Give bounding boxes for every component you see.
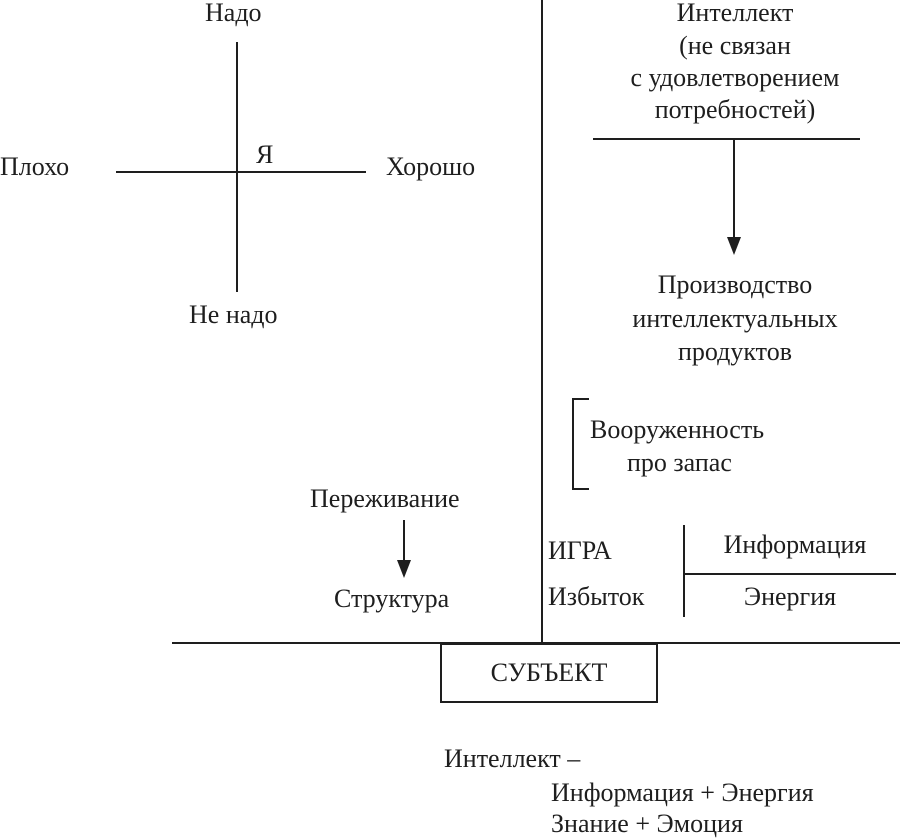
label-khorosho: Хорошо <box>386 152 476 181</box>
intellect-line-2: (не связан <box>679 31 791 60</box>
intellect-arrow-shaft <box>733 139 735 239</box>
quadrant-vertical-axis <box>236 42 238 292</box>
label-struktura: Структура <box>334 584 450 613</box>
label-energiya: Энергия <box>743 582 837 611</box>
experience-arrow-shaft <box>403 520 405 562</box>
production-line-3: продуктов <box>678 337 792 366</box>
game-fraction-line <box>684 573 896 575</box>
intellect-line-3: с удовлетворением <box>630 63 840 92</box>
reserve-line-2: про запас <box>627 448 732 477</box>
main-vertical-divider <box>541 0 543 643</box>
label-igra: ИГРА <box>548 536 612 565</box>
production-line-2: интеллектуальных <box>632 304 838 333</box>
formula-title: Интеллект – <box>444 744 581 773</box>
reserve-bracket-top <box>572 398 589 400</box>
label-informatsiya: Информация <box>723 530 867 559</box>
experience-arrow-head-icon <box>397 560 411 578</box>
formula-line-2: Знание + Эмоция <box>551 809 743 838</box>
subject-box-label: СУБЪЕКТ <box>490 658 608 687</box>
label-ya: Я <box>256 140 274 169</box>
intellect-line-4: потребностей) <box>654 95 816 124</box>
intellect-line-1: Интеллект <box>676 0 794 27</box>
label-izbytok: Избыток <box>548 582 645 611</box>
reserve-line-1: Вооруженность <box>590 415 765 444</box>
label-perezhivanie: Переживание <box>310 484 460 513</box>
game-vertical-bar <box>683 525 685 617</box>
quadrant-horizontal-axis <box>116 171 366 173</box>
reserve-bracket-bottom <box>572 488 589 490</box>
label-ne-nado: Не надо <box>189 300 278 329</box>
reserve-bracket-vertical <box>572 398 574 490</box>
intellect-arrow-head-icon <box>727 237 741 255</box>
production-line-1: Производство <box>657 270 813 299</box>
formula-line-1: Информация + Энергия <box>551 778 814 807</box>
subject-box: СУБЪЕКТ <box>440 643 658 703</box>
label-nado: Надо <box>205 0 262 27</box>
label-ploho: Плохо <box>0 152 70 181</box>
intellect-underline <box>593 138 860 140</box>
